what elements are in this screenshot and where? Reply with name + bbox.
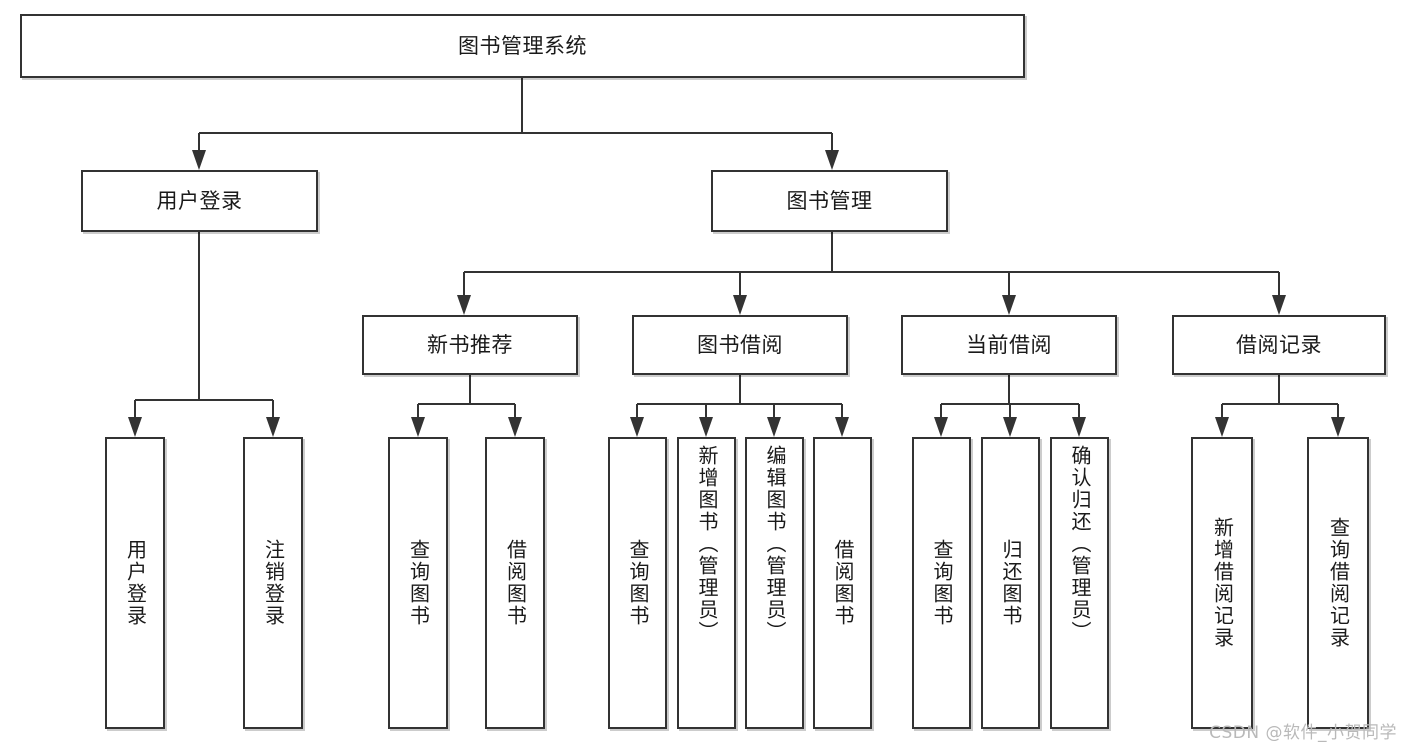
- node-label: 归还图书: [999, 539, 1023, 627]
- node-label: 当前借阅: [966, 332, 1052, 357]
- leaf-user-login-login[interactable]: 用户登录: [105, 437, 165, 729]
- node-label: 新增借阅记录: [1210, 517, 1235, 649]
- leaf-borrow-record-add-record[interactable]: 新增借阅记录: [1191, 437, 1253, 729]
- node-label: 图书管理系统: [458, 33, 587, 58]
- leaf-new-book-query-book[interactable]: 查询图书: [388, 437, 448, 729]
- node-new-book-recommendation[interactable]: 新书推荐: [362, 315, 578, 375]
- node-root-book-management-system[interactable]: 图书管理系统: [20, 14, 1025, 78]
- node-label: 新书推荐: [427, 332, 513, 357]
- leaf-new-book-borrow-book[interactable]: 借阅图书: [485, 437, 545, 729]
- leaf-book-borrow-edit-book-admin[interactable]: 编辑图书（管理员）: [745, 437, 804, 729]
- node-current-borrowing[interactable]: 当前借阅: [901, 315, 1117, 375]
- node-label: 图书借阅: [697, 332, 783, 357]
- node-label: 查询借阅记录: [1326, 517, 1351, 649]
- node-book-management[interactable]: 图书管理: [711, 170, 948, 232]
- leaf-book-borrow-query-book[interactable]: 查询图书: [608, 437, 667, 729]
- leaf-book-borrow-add-book-admin[interactable]: 新增图书（管理员）: [677, 437, 736, 729]
- node-label: 借阅记录: [1236, 332, 1322, 357]
- csdn-watermark: CSDN @软件_小贺同学: [1209, 723, 1397, 743]
- node-label: 确认归还（管理员）: [1068, 445, 1092, 643]
- node-label: 编辑图书（管理员）: [763, 445, 787, 643]
- node-label: 查询图书: [626, 539, 650, 627]
- leaf-current-borrow-query-book[interactable]: 查询图书: [912, 437, 971, 729]
- leaf-current-borrow-confirm-return-admin[interactable]: 确认归还（管理员）: [1050, 437, 1109, 729]
- leaf-current-borrow-return-book[interactable]: 归还图书: [981, 437, 1040, 729]
- node-borrowing-record[interactable]: 借阅记录: [1172, 315, 1386, 375]
- node-book-borrowing[interactable]: 图书借阅: [632, 315, 848, 375]
- node-label: 查询图书: [406, 539, 431, 627]
- node-label: 借阅图书: [503, 539, 528, 627]
- node-label: 查询图书: [930, 539, 954, 627]
- node-label: 图书管理: [786, 188, 873, 213]
- node-user-login[interactable]: 用户登录: [81, 170, 318, 232]
- node-label: 注销登录: [261, 539, 286, 627]
- node-label: 用户登录: [156, 188, 243, 213]
- node-label: 用户登录: [123, 539, 148, 627]
- leaf-book-borrow-borrow-book[interactable]: 借阅图书: [813, 437, 872, 729]
- leaf-borrow-record-query-record[interactable]: 查询借阅记录: [1307, 437, 1369, 729]
- node-label: 借阅图书: [831, 539, 855, 627]
- leaf-user-login-logout[interactable]: 注销登录: [243, 437, 303, 729]
- node-label: 新增图书（管理员）: [695, 445, 719, 643]
